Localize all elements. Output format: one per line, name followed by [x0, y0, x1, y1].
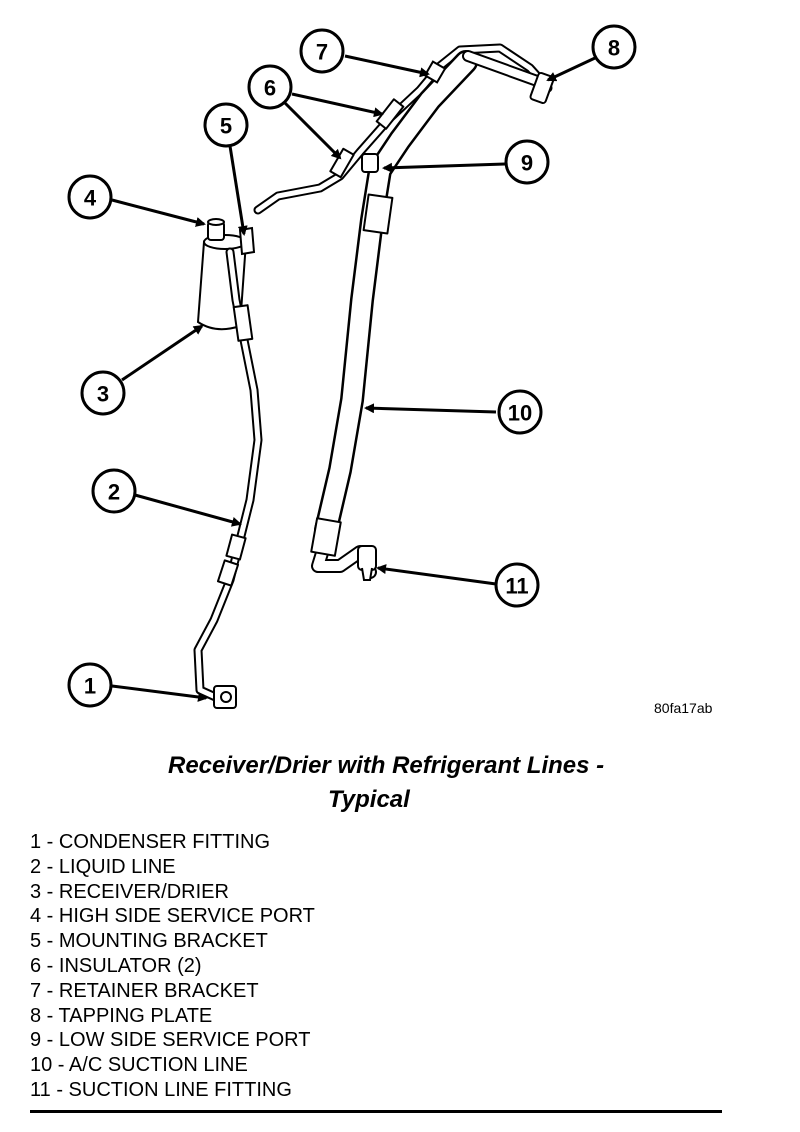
- callout-label-10: 10: [508, 401, 532, 426]
- liquid-line-shape: [193, 247, 263, 705]
- callout-label-6: 6: [264, 76, 276, 101]
- callout-circle-8: [591, 24, 637, 70]
- legend-item: 3 - RECEIVER/DRIER: [30, 880, 229, 903]
- callout-circle-6: [247, 64, 293, 110]
- arrow-1: [111, 684, 208, 702]
- upper-line-shape: [253, 43, 553, 215]
- figure-id: 80fa17ab: [654, 700, 713, 716]
- arrow-9: [382, 162, 506, 173]
- caption-line-2: Typical: [328, 786, 410, 813]
- callout-label-8: 8: [608, 36, 620, 61]
- callout-circle-5: [203, 102, 249, 148]
- condenser-fitting-shape: [213, 685, 237, 709]
- callout-label-11: 11: [505, 574, 528, 599]
- parts-legend: 1 - CONDENSER FITTING 2 - LIQUID LINE 3 …: [30, 830, 315, 1103]
- callout-label-4: 4: [84, 186, 97, 211]
- legend-item: 7 - RETAINER BRACKET: [30, 979, 259, 1002]
- callout-label-7: 7: [316, 40, 328, 65]
- bottom-rule: [30, 1110, 722, 1113]
- arrow-11: [376, 564, 497, 586]
- caption-line-1: Receiver/Drier with Refrigerant Lines -: [168, 752, 605, 779]
- legend-item: 6 - INSULATOR (2): [30, 954, 202, 977]
- suction-line-shape: [310, 50, 546, 579]
- callout-circle-11: [494, 562, 540, 608]
- legend-item: 11 - SUCTION LINE FITTING: [30, 1078, 292, 1101]
- legend-item: 10 - A/C SUCTION LINE: [30, 1054, 248, 1077]
- mounting-bracket-shape: [238, 226, 256, 256]
- legend-item: 8 - TAPPING PLATE: [30, 1004, 213, 1027]
- arrow-2: [134, 493, 242, 527]
- callout-label-2: 2: [108, 480, 120, 505]
- refrigerant-lines-diagram: 1 2 3 4 5 6 7 8 9 10 11: [67, 24, 637, 709]
- leader-arrows: [111, 54, 596, 702]
- callout-circle-7: [299, 28, 345, 74]
- arrow-6a: [291, 92, 384, 118]
- arrow-10: [364, 403, 497, 414]
- arrow-3: [121, 324, 204, 382]
- callout-circle-3: [80, 370, 126, 416]
- callout-label-5: 5: [220, 114, 232, 139]
- legend-item: 5 - MOUNTING BRACKET: [30, 930, 268, 953]
- arrow-6b: [282, 100, 342, 160]
- callout-circle-2: [91, 468, 137, 514]
- arrow-4: [111, 198, 206, 227]
- arrow-5: [228, 145, 248, 236]
- arrow-8: [546, 56, 596, 82]
- legend-item: 1 - CONDENSER FITTING: [30, 831, 271, 853]
- callout-label-1: 1: [84, 674, 96, 699]
- suction-fitting-shape: [357, 545, 377, 581]
- callout-circle-1: [67, 662, 113, 708]
- legend-item: 9 - LOW SIDE SERVICE PORT: [30, 1029, 311, 1052]
- callout-label-9: 9: [521, 151, 533, 176]
- callout-circle-9: [504, 139, 550, 185]
- arrow-7: [344, 54, 430, 78]
- callout-circle-10: [497, 389, 543, 435]
- callout-circle-4: [67, 174, 113, 220]
- callouts: [67, 24, 637, 708]
- low-side-port-shape: [361, 153, 379, 173]
- legend-item: 4 - HIGH SIDE SERVICE PORT: [30, 905, 315, 928]
- callout-label-3: 3: [97, 382, 109, 407]
- legend-item: 2 - LIQUID LINE: [30, 855, 176, 878]
